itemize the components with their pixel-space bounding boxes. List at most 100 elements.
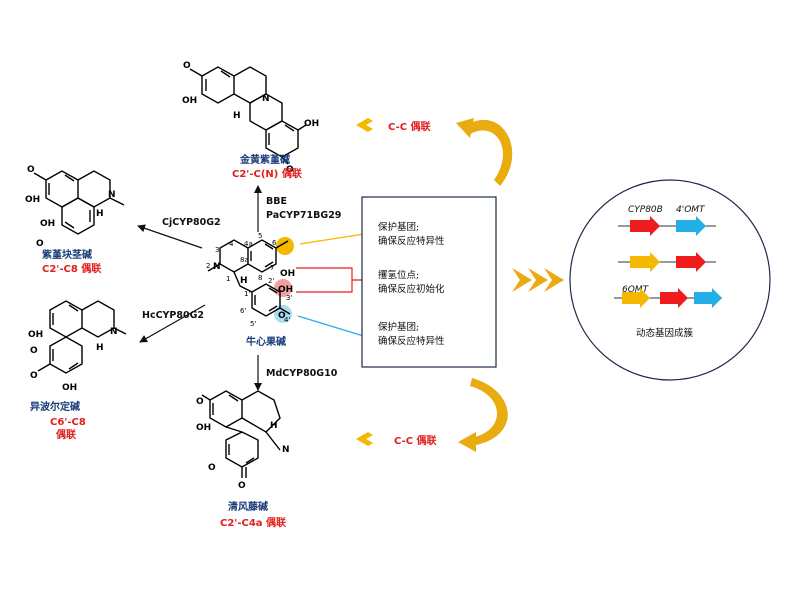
center-oh-3p: OH (278, 285, 293, 295)
num-2p: 2' (268, 277, 274, 285)
left-top-coupling-label: C2'-C8 偶联 (42, 262, 101, 275)
top-compound-name: 金黄紫堇碱 (239, 153, 290, 166)
left-bottom-compound-labels: OH O O OH N H 异波尔定碱 C6'-C8 偶联 (28, 327, 118, 441)
arrow-to-left-top (137, 224, 203, 249)
lt-h: H (96, 209, 104, 219)
bt-ketone-o: O (238, 481, 246, 491)
top-n: N (262, 94, 270, 104)
pointer-blue (297, 315, 371, 340)
num-6p: 6' (240, 307, 246, 315)
center-compound-labels: OH OH O N H 2 1 3 4 4a 5 6 7 8 8a 1' 2' … (206, 232, 295, 348)
bottom-coupling-label: C2'-C4a 偶联 (220, 516, 286, 529)
num-7: 7 (270, 264, 274, 272)
lower-chevron-icon (356, 432, 373, 446)
top-compound-structure (189, 66, 307, 165)
top-h: H (233, 111, 241, 121)
gene-arrow-blue-3 (694, 288, 722, 308)
bottom-compound-labels: O OH O O N H 清风藤碱 C2'-C4a 偶联 (196, 397, 290, 529)
bt-oh: OH (196, 423, 211, 433)
num-8: 8 (258, 274, 262, 282)
info-item1-line2: 确保反应特异性 (378, 235, 445, 247)
enzyme-left-top: CjCYP80G2 (162, 217, 221, 228)
bt-o-2: O (208, 463, 216, 473)
enzyme-top-line1: BBE (266, 196, 287, 207)
bottom-compound-name: 清风藤碱 (228, 500, 268, 513)
num-5p: 5' (250, 320, 256, 328)
double-chevron-icon (512, 268, 564, 292)
bt-o-1: O (196, 397, 204, 407)
gene-cluster: CYP80B 4'OMT 6OMT 动态基因成簇 (569, 179, 771, 381)
num-1p: 1' (244, 290, 250, 298)
pointer-red (296, 267, 353, 293)
left-top-compound-name: 紫堇块茎碱 (42, 248, 92, 261)
left-top-compound-labels: O OH OH O N H 紫堇块茎碱 C2'-C8 偶联 (25, 165, 116, 275)
gene-arrow-orange-2 (630, 252, 660, 272)
num-4a: 4a (244, 240, 253, 248)
upper-chevron-icon (356, 118, 373, 132)
info-item1-line1: 保护基团; (378, 221, 419, 233)
left-bottom-compound-name: 异波尔定碱 (30, 400, 80, 413)
lt-o-1: O (27, 165, 35, 175)
gene-arrow-red-2 (676, 252, 706, 272)
info-item2-line1: 攫氢位点; (378, 269, 419, 281)
gene-arrow-blue-1 (676, 216, 706, 236)
top-oh-2: OH (304, 119, 319, 129)
center-h: H (240, 276, 248, 286)
gene-cluster-circle (569, 179, 771, 381)
info-box: 保护基团; 确保反应特异性 攫氢位点; 确保反应初始化 保护基团; 确保反应特异… (361, 196, 497, 368)
gene-label-4omt: 4'OMT (676, 205, 706, 215)
pointer-lines (296, 230, 371, 340)
lb-oh-1: OH (28, 330, 43, 340)
lb-n: N (110, 327, 118, 337)
highlight-red-hydroxyl (274, 279, 292, 297)
pointer-orange (299, 230, 371, 245)
num-6: 6 (272, 239, 277, 247)
info-item2-line2: 确保反应初始化 (378, 283, 445, 295)
gene-label-cyp80b: CYP80B (628, 205, 663, 215)
info-item3-line1: 保护基团; (378, 321, 419, 333)
lb-o-1: O (30, 346, 38, 356)
enzyme-left-bottom: HcCYP80G2 (142, 310, 204, 321)
top-o-1: O (183, 61, 191, 71)
lb-oh-2: OH (62, 383, 77, 393)
center-n: N (213, 262, 221, 272)
center-o-4p: O (278, 311, 286, 321)
upper-curved-arrow (456, 118, 513, 186)
lt-oh-2: OH (40, 219, 55, 229)
bt-n: N (282, 445, 290, 455)
arrow-to-left-bottom (139, 304, 206, 343)
top-oh-1: OH (182, 96, 197, 106)
gene-arrow-red-1 (630, 216, 660, 236)
gene-arrow-red-3 (660, 288, 688, 308)
center-compound-structure (207, 237, 294, 323)
gene-cluster-caption: 动态基因成簇 (636, 327, 694, 339)
top-o-2: O (286, 165, 294, 175)
num-2: 2 (206, 262, 210, 270)
cc-label-upper: C-C 偶联 (388, 120, 431, 133)
lower-curved-arrow (458, 378, 508, 452)
num-5: 5 (258, 232, 262, 240)
left-top-compound-structure (33, 170, 125, 235)
num-4p: 4' (284, 316, 290, 324)
num-3p: 3' (286, 294, 292, 302)
lt-n: N (108, 190, 116, 200)
lb-o-2: O (30, 371, 38, 381)
enzyme-bottom: MdCYP80G10 (266, 368, 338, 379)
num-4: 4 (229, 240, 234, 248)
lt-o-2: O (36, 239, 44, 249)
lt-oh-1: OH (25, 195, 40, 205)
num-8a: 8a (240, 256, 249, 264)
info-item3-line2: 确保反应特异性 (378, 335, 445, 347)
center-oh-7: OH (280, 269, 295, 279)
gene-arrow-orange-3 (622, 288, 650, 308)
enzyme-top-line2: PaCYP71BG29 (266, 210, 341, 221)
top-coupling-label: C2'-C(N) 偶联 (232, 167, 302, 180)
left-bottom-coupling-line2: 偶联 (55, 428, 76, 441)
enzyme-arrows: BBE PaCYP71BG29 CjCYP80G2 HcCYP80G2 MdCY… (137, 185, 341, 391)
num-3: 3 (215, 246, 219, 254)
cc-label-lower: C-C 偶联 (394, 434, 437, 447)
top-compound-labels: O OH N H OH O 金黄紫堇碱 C2'-C(N) 偶联 (182, 61, 319, 180)
gene-label-6omt: 6OMT (622, 285, 650, 295)
bottom-compound-structure (201, 390, 281, 478)
